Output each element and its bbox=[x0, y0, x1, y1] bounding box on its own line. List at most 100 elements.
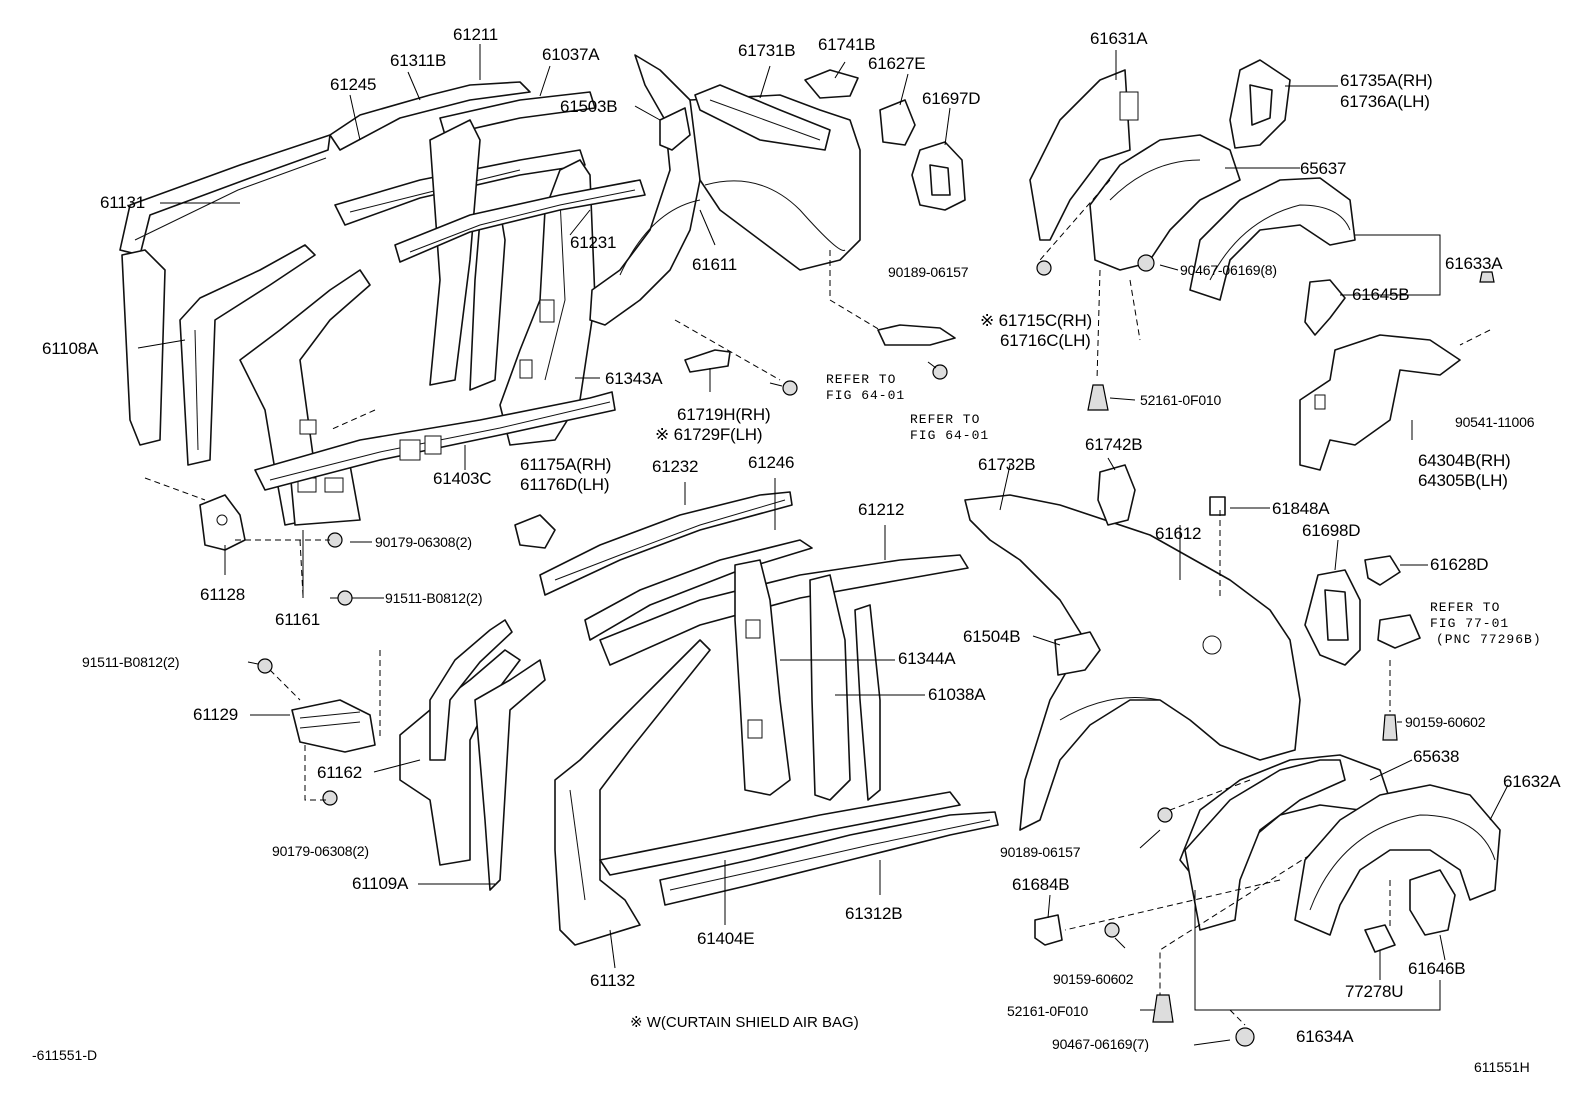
callout-90179-06308-upper: 90179-06308(2) bbox=[375, 534, 472, 550]
callout-61632a: 61632A bbox=[1503, 772, 1561, 791]
callout-61716c-lh: 61716C(LH) bbox=[1000, 331, 1091, 350]
rocker-inner-61403c bbox=[254, 391, 616, 491]
callout-90159-60602-upper: 90159-60602 bbox=[1405, 714, 1486, 730]
callout-90467-06169-8: 90467-06169(8) bbox=[1180, 262, 1277, 278]
bracket-61719h bbox=[684, 349, 731, 373]
callout-52161-0f010-upper: 52161-0F010 bbox=[1140, 392, 1222, 408]
front-pillar-outer-61132 bbox=[554, 639, 711, 946]
fig-64-01-a: FIG 64-01 bbox=[826, 388, 906, 403]
bracket-61684b bbox=[1034, 914, 1063, 946]
callout-61646b: 61646B bbox=[1408, 959, 1466, 978]
wheelhouse-extension-64304b bbox=[1299, 334, 1461, 471]
center-pillar-61038a bbox=[809, 574, 881, 801]
nut-90179-upper bbox=[327, 532, 343, 548]
callout-61232: 61232 bbox=[652, 457, 699, 476]
callout-61684b: 61684B bbox=[1012, 875, 1070, 894]
callout-65638: 65638 bbox=[1413, 747, 1460, 766]
clip-90541-11006 bbox=[1479, 271, 1495, 283]
extension-61504b bbox=[1054, 631, 1101, 676]
callout-90159-60602-lower: 90159-60602 bbox=[1053, 971, 1134, 987]
front-inner-pillar-61161 bbox=[239, 269, 371, 526]
clip-pnc-77296b bbox=[1377, 614, 1421, 649]
fig-77-01: FIG 77-01 bbox=[1430, 616, 1510, 631]
bracket-61646b bbox=[1409, 869, 1456, 936]
callout-61633a: 61633A bbox=[1445, 254, 1503, 273]
nut-90467-lower bbox=[1235, 1027, 1255, 1047]
roof-side-rail-61131 bbox=[119, 134, 331, 256]
refer-to-a: REFER TO bbox=[826, 372, 897, 387]
callout-61503b: 61503B bbox=[560, 97, 618, 116]
bracket-61735a bbox=[1229, 59, 1291, 149]
dashed-assembly-lines bbox=[144, 179, 1491, 1026]
rocker-61404e bbox=[599, 791, 961, 876]
nut-90179-lower bbox=[322, 790, 338, 806]
bracket-61627e bbox=[879, 99, 916, 146]
callout-91511-b0812-upper: 91511-B0812(2) bbox=[385, 590, 483, 606]
callout-61848a: 61848A bbox=[1272, 499, 1330, 518]
bracket-61175a bbox=[514, 514, 556, 549]
extension-61698d bbox=[1304, 569, 1361, 666]
callout-61343a: 61343A bbox=[605, 369, 663, 388]
callout-61729f-lh: ※ 61729F(LH) bbox=[655, 426, 762, 444]
callout-61312b: 61312B bbox=[845, 904, 903, 923]
callout-61741b: 61741B bbox=[818, 35, 876, 54]
center-pillar-outer-61344a bbox=[734, 559, 791, 796]
bolt-refer-64-01-b bbox=[927, 361, 948, 380]
bolt-91511-upper bbox=[330, 590, 353, 606]
wheelhouse-inner-65637 bbox=[1089, 134, 1241, 271]
callout-61736a-lh: 61736A(LH) bbox=[1340, 92, 1430, 111]
callout-61631a: 61631A bbox=[1090, 29, 1148, 48]
callout-52161-0f010-lower: 52161-0F010 bbox=[1007, 1003, 1089, 1019]
callout-61038a: 61038A bbox=[928, 685, 986, 704]
bracket-61742b bbox=[1097, 464, 1136, 526]
center-pillar-61343a bbox=[499, 159, 596, 446]
diagram-code-left: -611551-D bbox=[32, 1047, 98, 1063]
front-pillar-inner-61109a bbox=[399, 649, 546, 891]
bracket-61848a bbox=[1209, 496, 1226, 516]
callout-61403c: 61403C bbox=[433, 469, 492, 488]
callout-61742b: 61742B bbox=[1085, 435, 1143, 454]
callout-90189-06157-upper: 90189-06157 bbox=[888, 264, 969, 280]
callout-61176d-lh: 61176D(LH) bbox=[520, 475, 610, 494]
roof-panel-61212 bbox=[599, 554, 969, 666]
callout-61634a: 61634A bbox=[1296, 1027, 1354, 1046]
callout-90179-06308-lower: 90179-06308(2) bbox=[272, 843, 369, 859]
note-mark: ※ bbox=[655, 425, 670, 444]
clip-90189-lower bbox=[1157, 807, 1173, 823]
callout-61627e: 61627E bbox=[868, 54, 926, 73]
diagram-code-right: 611551H bbox=[1474, 1059, 1530, 1075]
callout-61212: 61212 bbox=[858, 500, 905, 519]
callout-90541-11006: 90541-11006 bbox=[1455, 414, 1535, 430]
callout-61404e: 61404E bbox=[697, 929, 755, 948]
bracket-61731b bbox=[694, 84, 831, 151]
bracket-61129 bbox=[291, 699, 376, 753]
callout-61175a-rh: 61175A(RH) bbox=[520, 455, 612, 474]
bolt-refer-64-01-a bbox=[769, 380, 798, 396]
callout-61697d: 61697D bbox=[922, 89, 981, 108]
callout-61715c-rh: ※ 61715C(RH) bbox=[980, 312, 1092, 330]
nut-90467-upper bbox=[1137, 254, 1155, 272]
roof-rail-61231 bbox=[394, 179, 646, 263]
wheelhouse-61633a bbox=[1189, 177, 1356, 301]
callout-61645b: 61645B bbox=[1352, 285, 1410, 304]
callout-61037a: 61037A bbox=[542, 45, 600, 64]
callout-61731b: 61731B bbox=[738, 41, 796, 60]
callout-61698d: 61698D bbox=[1302, 521, 1361, 540]
clip-52161-lower bbox=[1152, 994, 1174, 1023]
callout-61161: 61161 bbox=[275, 610, 321, 629]
callout-61131: 61131 bbox=[100, 193, 146, 212]
callout-61211: 61211 bbox=[453, 25, 499, 44]
callout-61628d: 61628D bbox=[1430, 555, 1489, 574]
callout-61344a: 61344A bbox=[898, 649, 956, 668]
callout-61132: 61132 bbox=[590, 971, 636, 990]
callout-61245: 61245 bbox=[330, 75, 377, 94]
refer-to-c: REFER TO bbox=[1430, 600, 1501, 615]
callout-61109a: 61109A bbox=[352, 874, 409, 893]
roof-rail-61232 bbox=[539, 491, 793, 596]
wheelhouse-outer-61632a bbox=[1294, 784, 1501, 936]
fig-64-01-b: FIG 64-01 bbox=[910, 428, 990, 443]
bracket-61128 bbox=[199, 494, 246, 551]
quarter-outer-panel-61612 bbox=[964, 494, 1301, 831]
clip-90189-upper bbox=[1036, 260, 1052, 276]
